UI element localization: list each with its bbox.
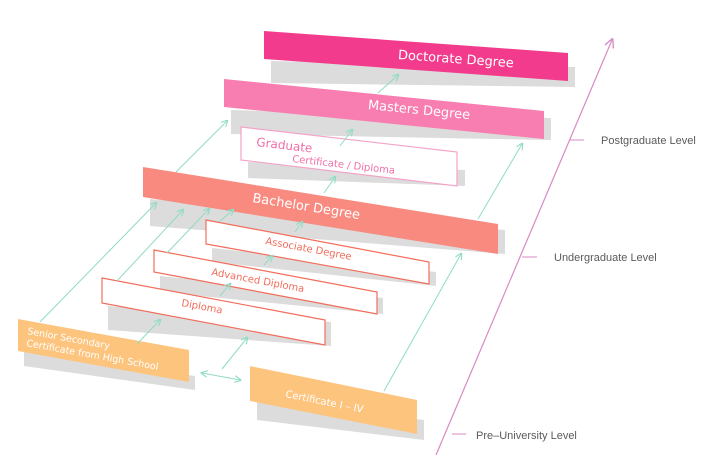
arrow-advanced-to-bachelor [166, 209, 209, 254]
level-axis-line [435, 40, 612, 456]
pathway-arrows [39, 75, 522, 392]
senior-secondary-box: Senior Secondary Certificate from High S… [18, 319, 195, 390]
graduate-certificate-box: Graduate Certificate / Diploma [240, 126, 465, 187]
arrow-diploma-to-advanced [219, 284, 230, 297]
arrow-graduate-to-masters [339, 130, 352, 147]
diploma-box: Diploma [101, 277, 331, 346]
masters-degree-box: Masters Degree [224, 79, 551, 140]
certificate-box: Certificate I – IV [250, 366, 424, 440]
arrow-advanced-to-associate [263, 256, 272, 266]
arrow-bachelor-to-masters [175, 121, 227, 173]
arrow-associate-to-bachelor-side [218, 210, 233, 223]
arrow-senior-certificate-link [202, 373, 240, 380]
arrow-certificate-to-associate [383, 254, 461, 392]
arrow-masters-to-doctorate [377, 75, 398, 94]
arrow-bachelor-to-masters-right [477, 144, 522, 220]
level-axis: Postgraduate Level Undergraduate Level P… [435, 40, 696, 456]
arrow-associate-to-bachelor [294, 222, 302, 233]
level-label-pre-university: Pre–University Level [476, 430, 577, 442]
arrow-diploma-to-bachelor [116, 210, 183, 282]
arrow-bachelor-to-graduate [323, 177, 335, 194]
arrow-certificate-to-diploma [221, 338, 247, 370]
graduate-label-line1: Graduate [256, 135, 313, 155]
level-label-postgraduate: Postgraduate Level [601, 135, 696, 147]
level-label-undergraduate: Undergraduate Level [554, 252, 657, 264]
doctorate-degree-box: Doctorate Degree [264, 31, 575, 87]
arrow-senior-to-bachelor [39, 203, 156, 323]
arrow-senior-to-diploma [136, 320, 160, 345]
